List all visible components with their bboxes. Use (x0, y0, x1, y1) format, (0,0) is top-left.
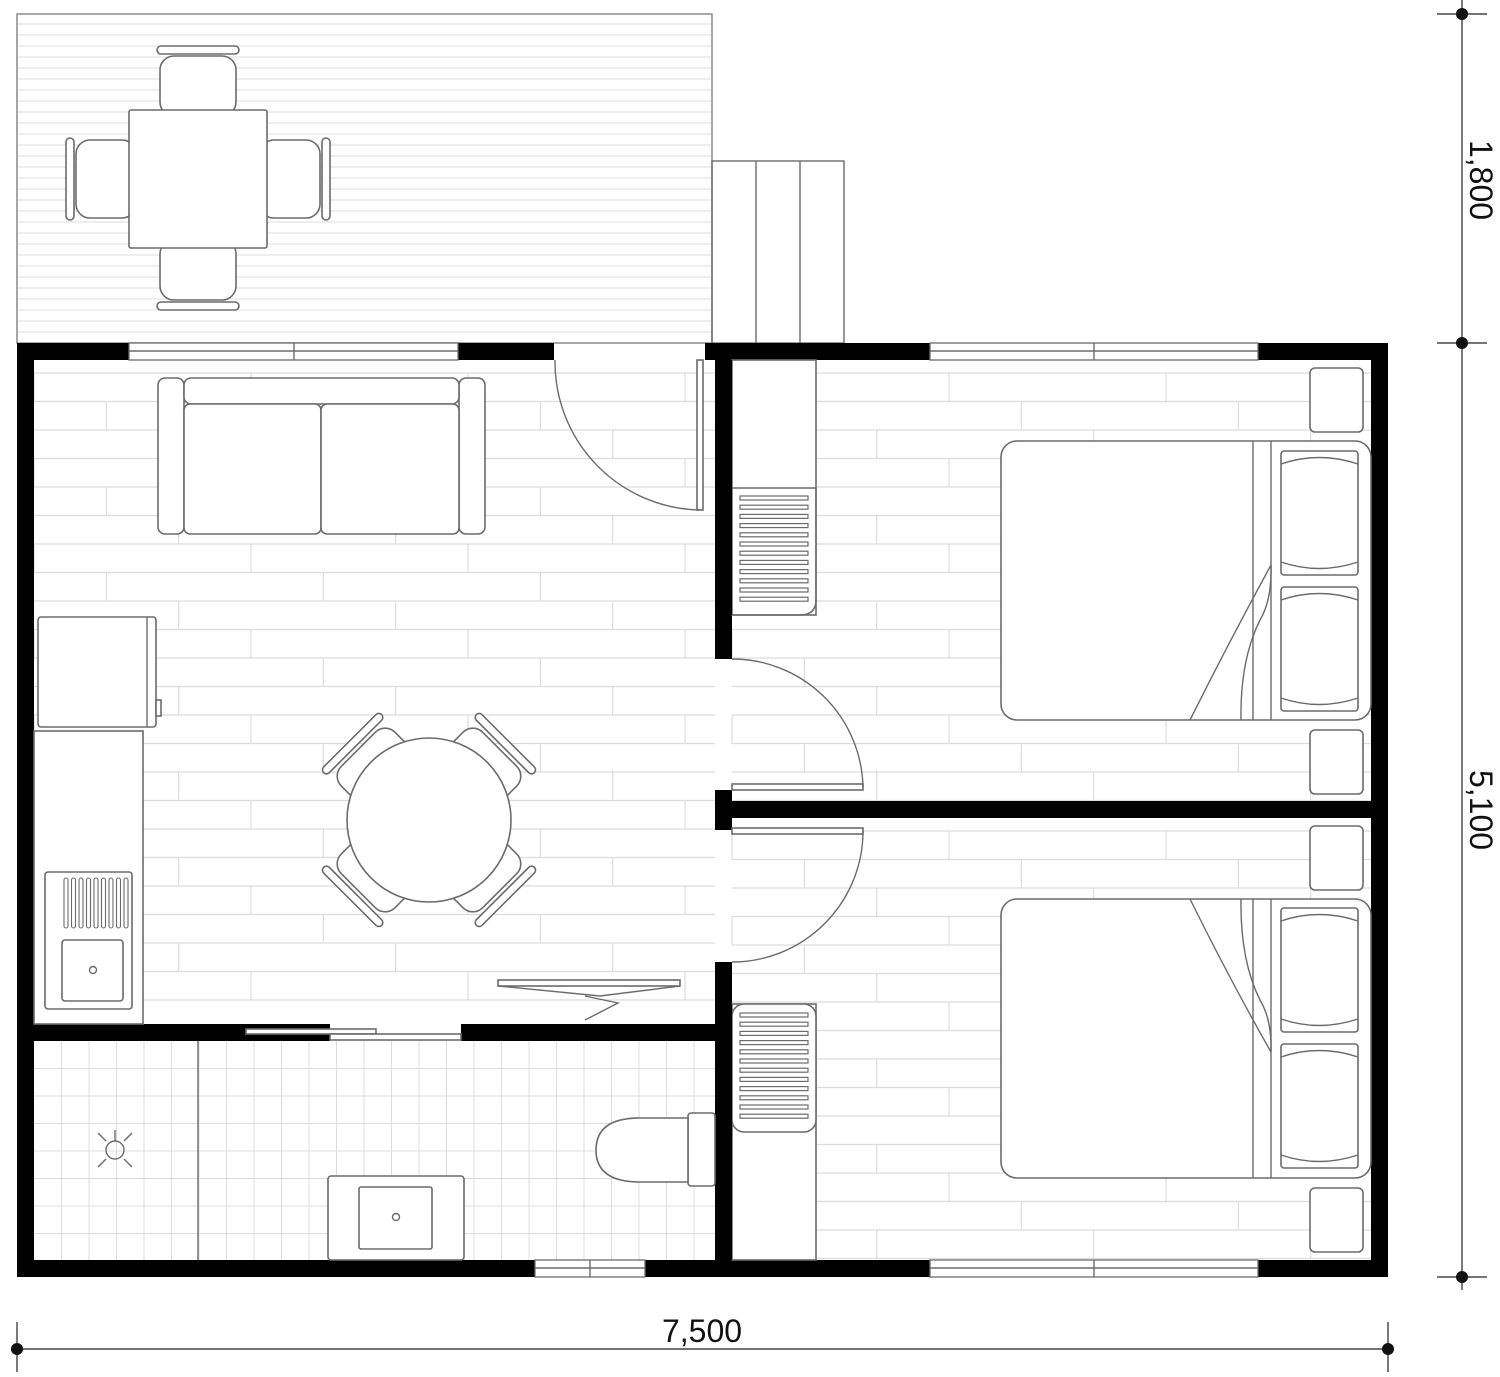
dimension-house-depth-label: 5,100 (1463, 770, 1499, 850)
entry-steps (711, 160, 845, 344)
wardrobe-hangers (732, 487, 817, 616)
shower (97, 1041, 199, 1260)
bathroom-sink (327, 1175, 465, 1261)
kitchen-counter (33, 730, 144, 1025)
wardrobe-hangers (739, 1012, 809, 1119)
dimension-deck-depth-label: 1,800 (1463, 140, 1499, 220)
toilet (595, 1112, 716, 1187)
doors (245, 359, 864, 1041)
sink-drainer (63, 877, 129, 929)
walls (17, 343, 1388, 1277)
outdoor-dining-set (65, 45, 331, 311)
fridge (37, 616, 162, 728)
windows (128, 342, 1259, 1278)
bed-bedroom-1 (1000, 367, 1372, 795)
sofa (157, 377, 486, 535)
dining-set (321, 712, 537, 928)
dimension-lines (11, 0, 1487, 1372)
wardrobe-bedroom-2 (716, 1003, 817, 1261)
dimension-width-label: 7,500 (662, 1313, 742, 1349)
bed-bedroom-2 (1000, 825, 1372, 1253)
wardrobe-bedroom-1 (716, 359, 817, 616)
